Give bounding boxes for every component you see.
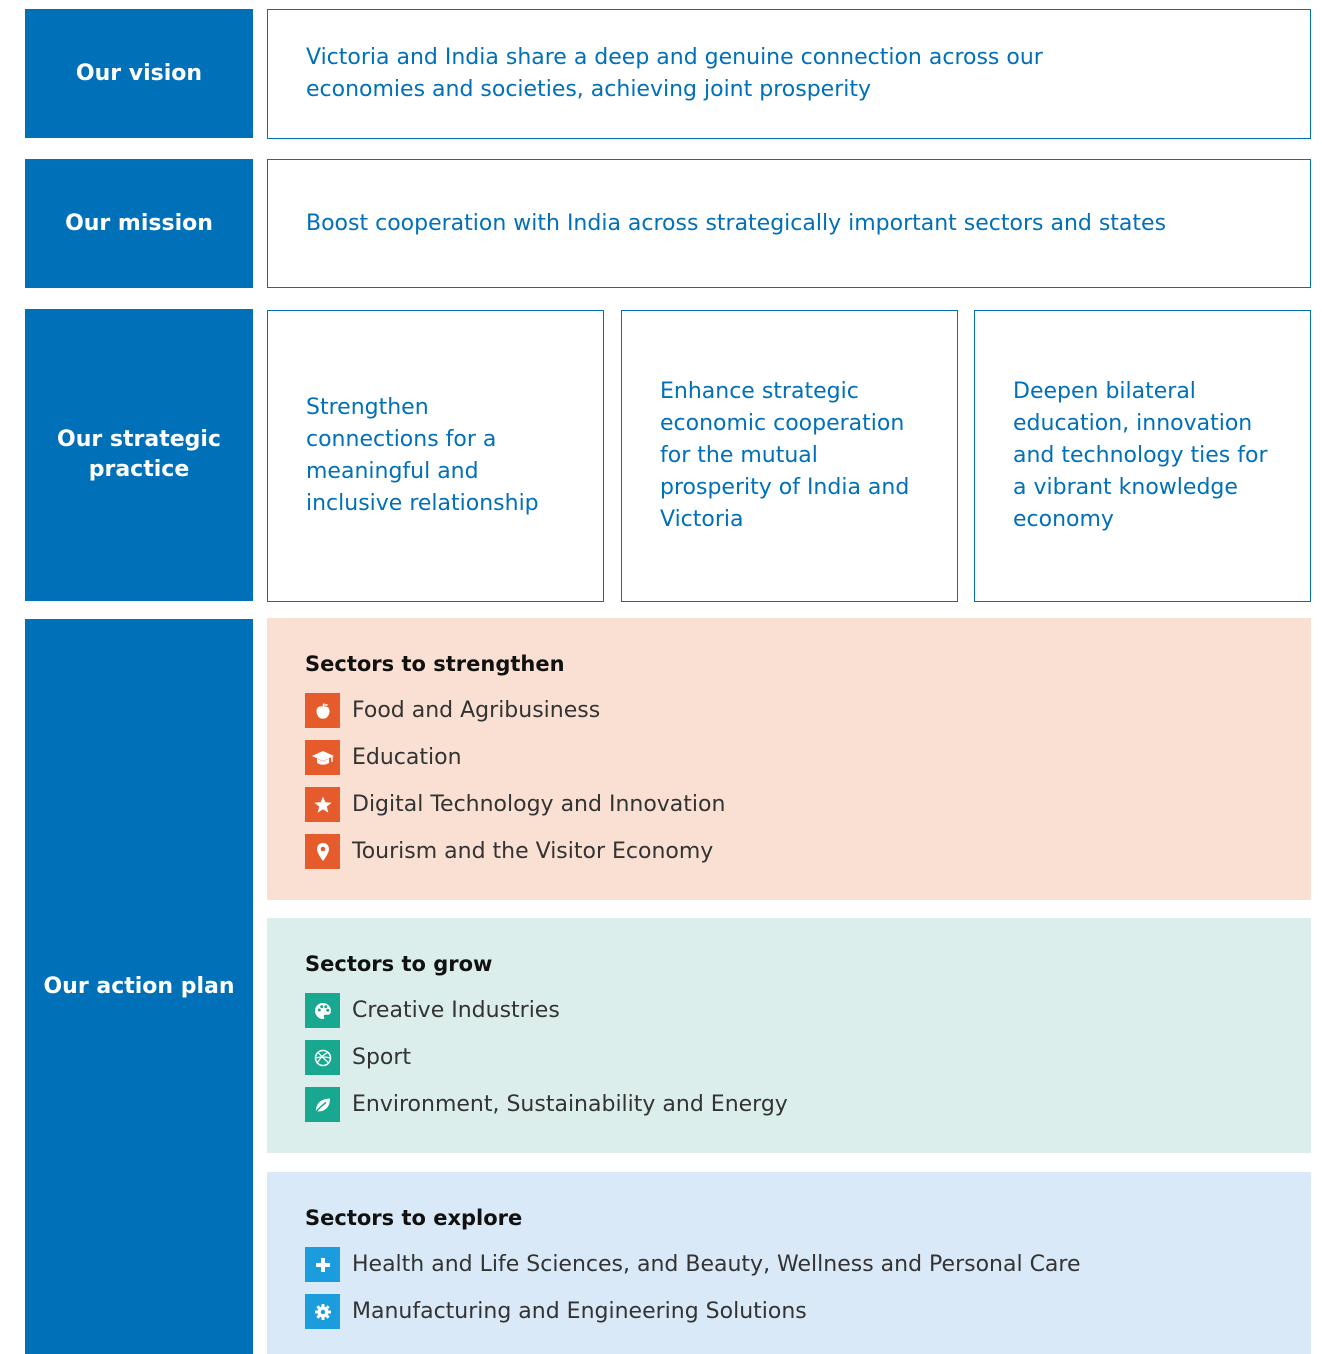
- sector-label: Food and Agribusiness: [352, 698, 601, 723]
- sector-label: Tourism and the Visitor Economy: [352, 839, 714, 864]
- sector-label: Creative Industries: [352, 998, 560, 1023]
- sector-group-title: Sectors to explore: [305, 1206, 523, 1230]
- graduation-cap-icon: [305, 740, 340, 775]
- list-item: Manufacturing and Engineering Solutions: [305, 1288, 1273, 1335]
- sector-label: Manufacturing and Engineering Solutions: [352, 1299, 807, 1324]
- sectors-strengthen-panel: Sectors to strengthen Food and Agribusin…: [267, 618, 1311, 900]
- list-item: Environment, Sustainability and Energy: [305, 1081, 1273, 1128]
- plus-icon: [305, 1247, 340, 1282]
- sector-label: Health and Life Sciences, and Beauty, We…: [352, 1252, 1081, 1277]
- sector-label: Education: [352, 745, 462, 770]
- gear-icon: [305, 1294, 340, 1329]
- vision-text: Victoria and India share a deep and genu…: [306, 45, 1043, 102]
- sectors-explore-panel: Sectors to explore Health and Life Scien…: [267, 1172, 1311, 1354]
- sector-label: Digital Technology and Innovation: [352, 792, 726, 817]
- sector-group-title: Sectors to grow: [305, 952, 493, 976]
- list-item: Digital Technology and Innovation: [305, 781, 1273, 828]
- map-pin-icon: [305, 834, 340, 869]
- practice-pillar: Enhance strategic economic cooperation f…: [621, 310, 958, 602]
- practice-pillar-text: Deepen bilateral education, innovation a…: [1013, 379, 1268, 532]
- mission-text: Boost cooperation with India across stra…: [306, 210, 1167, 236]
- sectors-grow-panel: Sectors to grow Creative Industries: [267, 918, 1311, 1153]
- apple-icon: [305, 693, 340, 728]
- practice-pillar: Strengthen connections for a meaningful …: [267, 310, 604, 602]
- strategic-practice-label: Our strategic practice: [25, 309, 253, 601]
- palette-icon: [305, 993, 340, 1028]
- list-item: Health and Life Sciences, and Beauty, We…: [305, 1241, 1273, 1288]
- ball-icon: [305, 1040, 340, 1075]
- list-item: Tourism and the Visitor Economy: [305, 828, 1273, 875]
- practice-pillar-text: Strengthen connections for a meaningful …: [306, 395, 539, 516]
- practice-pillar-text: Enhance strategic economic cooperation f…: [660, 379, 910, 532]
- list-item: Food and Agribusiness: [305, 687, 1273, 734]
- sector-group-title: Sectors to strengthen: [305, 652, 565, 676]
- vision-label: Our vision: [25, 9, 253, 138]
- star-icon: [305, 787, 340, 822]
- list-item: Creative Industries: [305, 987, 1273, 1034]
- list-item: Sport: [305, 1034, 1273, 1081]
- sector-label: Environment, Sustainability and Energy: [352, 1092, 788, 1117]
- mission-label: Our mission: [25, 159, 253, 288]
- sector-label: Sport: [352, 1045, 412, 1070]
- practice-pillar: Deepen bilateral education, innovation a…: [974, 310, 1311, 602]
- mission-box: Boost cooperation with India across stra…: [267, 159, 1311, 288]
- action-plan-label: Our action plan: [25, 619, 253, 1354]
- vision-box: Victoria and India share a deep and genu…: [267, 9, 1311, 139]
- list-item: Education: [305, 734, 1273, 781]
- leaf-icon: [305, 1087, 340, 1122]
